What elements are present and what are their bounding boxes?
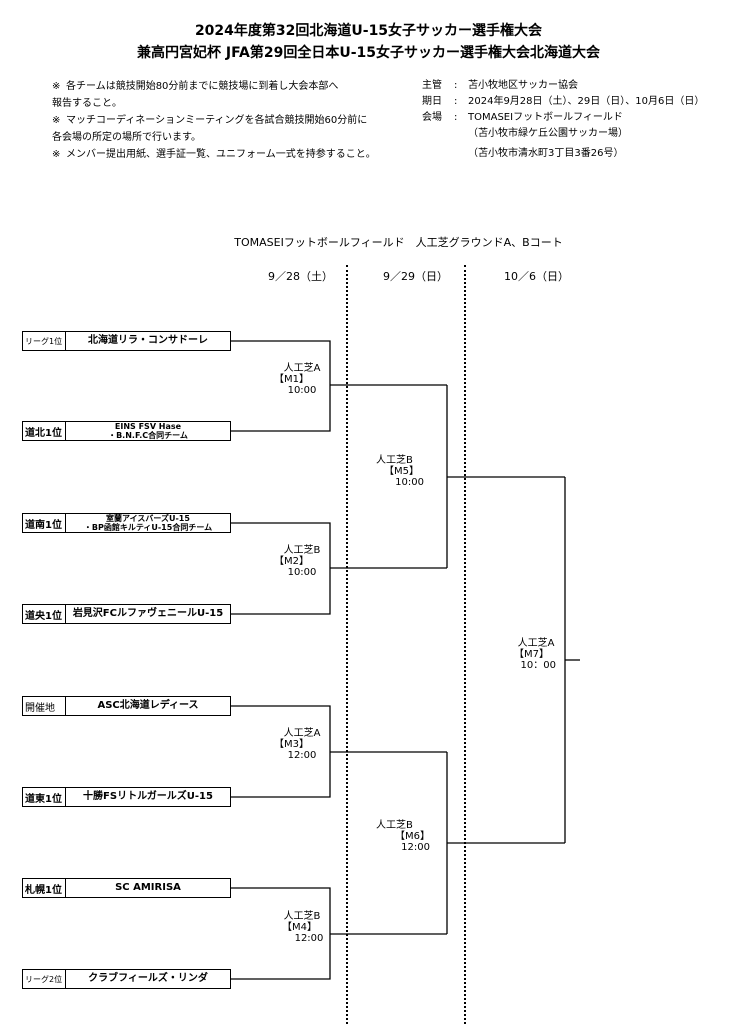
note-2-cont: 各会場の所定の場所で行います。 [52, 132, 201, 143]
venue-row-2: （苫小牧市緑ケ丘公園サッカー場） [468, 128, 628, 139]
team-seed: 道南1位 [23, 514, 66, 532]
date-round-2: 9／29（日） [383, 270, 448, 283]
team-seed: 札幌1位 [23, 879, 66, 897]
team-name: ASC北海道レディース [97, 700, 199, 711]
match-m7-label: 人工芝A 【M7】 10：00 [514, 638, 556, 671]
team-seed: リーグ1位 [23, 332, 66, 350]
title-line-1: 2024年度第32回北海道U-15女子サッカー選手権大会 [194, 23, 543, 39]
note-2: ※マッチコーディネーションミーティングを各試合競技開始60分前に [52, 115, 368, 126]
team-name: クラブフィールズ・リンダ [88, 973, 208, 984]
team-slot-4: 道央1位 岩見沢FCルファヴェニールU-15 [22, 604, 231, 624]
note-3: ※メンバー提出用紙、選手証一覧、ユニフォーム一式を持参すること。 [52, 149, 376, 160]
team-name: 室蘭アイスバーズU-15 ・BP函館キルティU-15合同チーム [83, 514, 213, 532]
bracket-m1 [230, 340, 331, 432]
match-m3-label: 人工芝A 【M3】 12:00 [274, 728, 321, 761]
round-divider-1 [346, 265, 348, 1024]
team-slot-6: 道東1位 十勝FSリトルガールズU-15 [22, 787, 231, 807]
note-1: ※各チームは競技開始80分前までに競技場に到着し大会本部へ [52, 81, 339, 92]
venue-heading: TOMASEIフットボールフィールド 人工芝グラウンドA、Bコート [234, 236, 563, 249]
organizer-row: 主管 : 苫小牧地区サッカー協会 [422, 80, 578, 91]
team-name: EINS FSV Hase ・B.N.F.C合同チーム [108, 422, 188, 440]
note-1-cont: 報告すること。 [52, 98, 122, 109]
team-name: 岩見沢FCルファヴェニールU-15 [72, 608, 224, 619]
team-seed: 開催地 [23, 697, 66, 715]
match-m1-label: 人工芝A 【M1】 10:00 [274, 363, 321, 396]
team-seed: 道東1位 [23, 788, 66, 806]
team-seed: 道央1位 [23, 605, 66, 623]
venue-row-3: （苫小牧市清水町3丁目3番26号） [468, 148, 624, 159]
date-round-3: 10／6（日） [504, 270, 569, 283]
match-m6-label: 人工芝B 【M6】 12:00 [376, 820, 430, 853]
venue-row: 会場 : TOMASEIフットボールフィールド [422, 112, 623, 123]
event-info: 主管 : 苫小牧地区サッカー協会 期日 : 2024年9月28日（土）、29日（… [422, 78, 704, 162]
team-name: 北海道リラ・コンサドーレ [88, 335, 208, 346]
team-seed: 道北1位 [23, 422, 66, 440]
team-slot-5: 開催地 ASC北海道レディース [22, 696, 231, 716]
team-slot-3: 道南1位 室蘭アイスバーズU-15 ・BP函館キルティU-15合同チーム [22, 513, 231, 533]
title-line-2: 兼高円宮妃杯 JFA第29回全日本U-15女子サッカー選手権大会北海道大会 [136, 45, 601, 61]
match-m4-label: 人工芝B 【M4】 12:00 [282, 911, 324, 944]
notes-block: ※各チームは競技開始80分前までに競技場に到着し大会本部へ 報告すること。 ※マ… [52, 78, 376, 163]
team-slot-1: リーグ1位 北海道リラ・コンサドーレ [22, 331, 231, 351]
match-m2-label: 人工芝B 【M2】 10:00 [274, 545, 321, 578]
round-divider-2 [464, 265, 466, 1024]
team-slot-7: 札幌1位 SC AMIRISA [22, 878, 231, 898]
team-slot-8: リーグ2位 クラブフィールズ・リンダ [22, 969, 231, 989]
team-slot-2: 道北1位 EINS FSV Hase ・B.N.F.C合同チーム [22, 421, 231, 441]
date-round-1: 9／28（土） [268, 270, 333, 283]
match-m5-label: 人工芝B 【M5】 10:00 [376, 455, 424, 488]
period-row: 期日 : 2024年9月28日（土）、29日（日）、10月6日（日） [422, 96, 705, 107]
team-seed: リーグ2位 [23, 970, 66, 988]
team-name: SC AMIRISA [115, 882, 181, 893]
team-name: 十勝FSリトルガールズU-15 [83, 791, 213, 802]
